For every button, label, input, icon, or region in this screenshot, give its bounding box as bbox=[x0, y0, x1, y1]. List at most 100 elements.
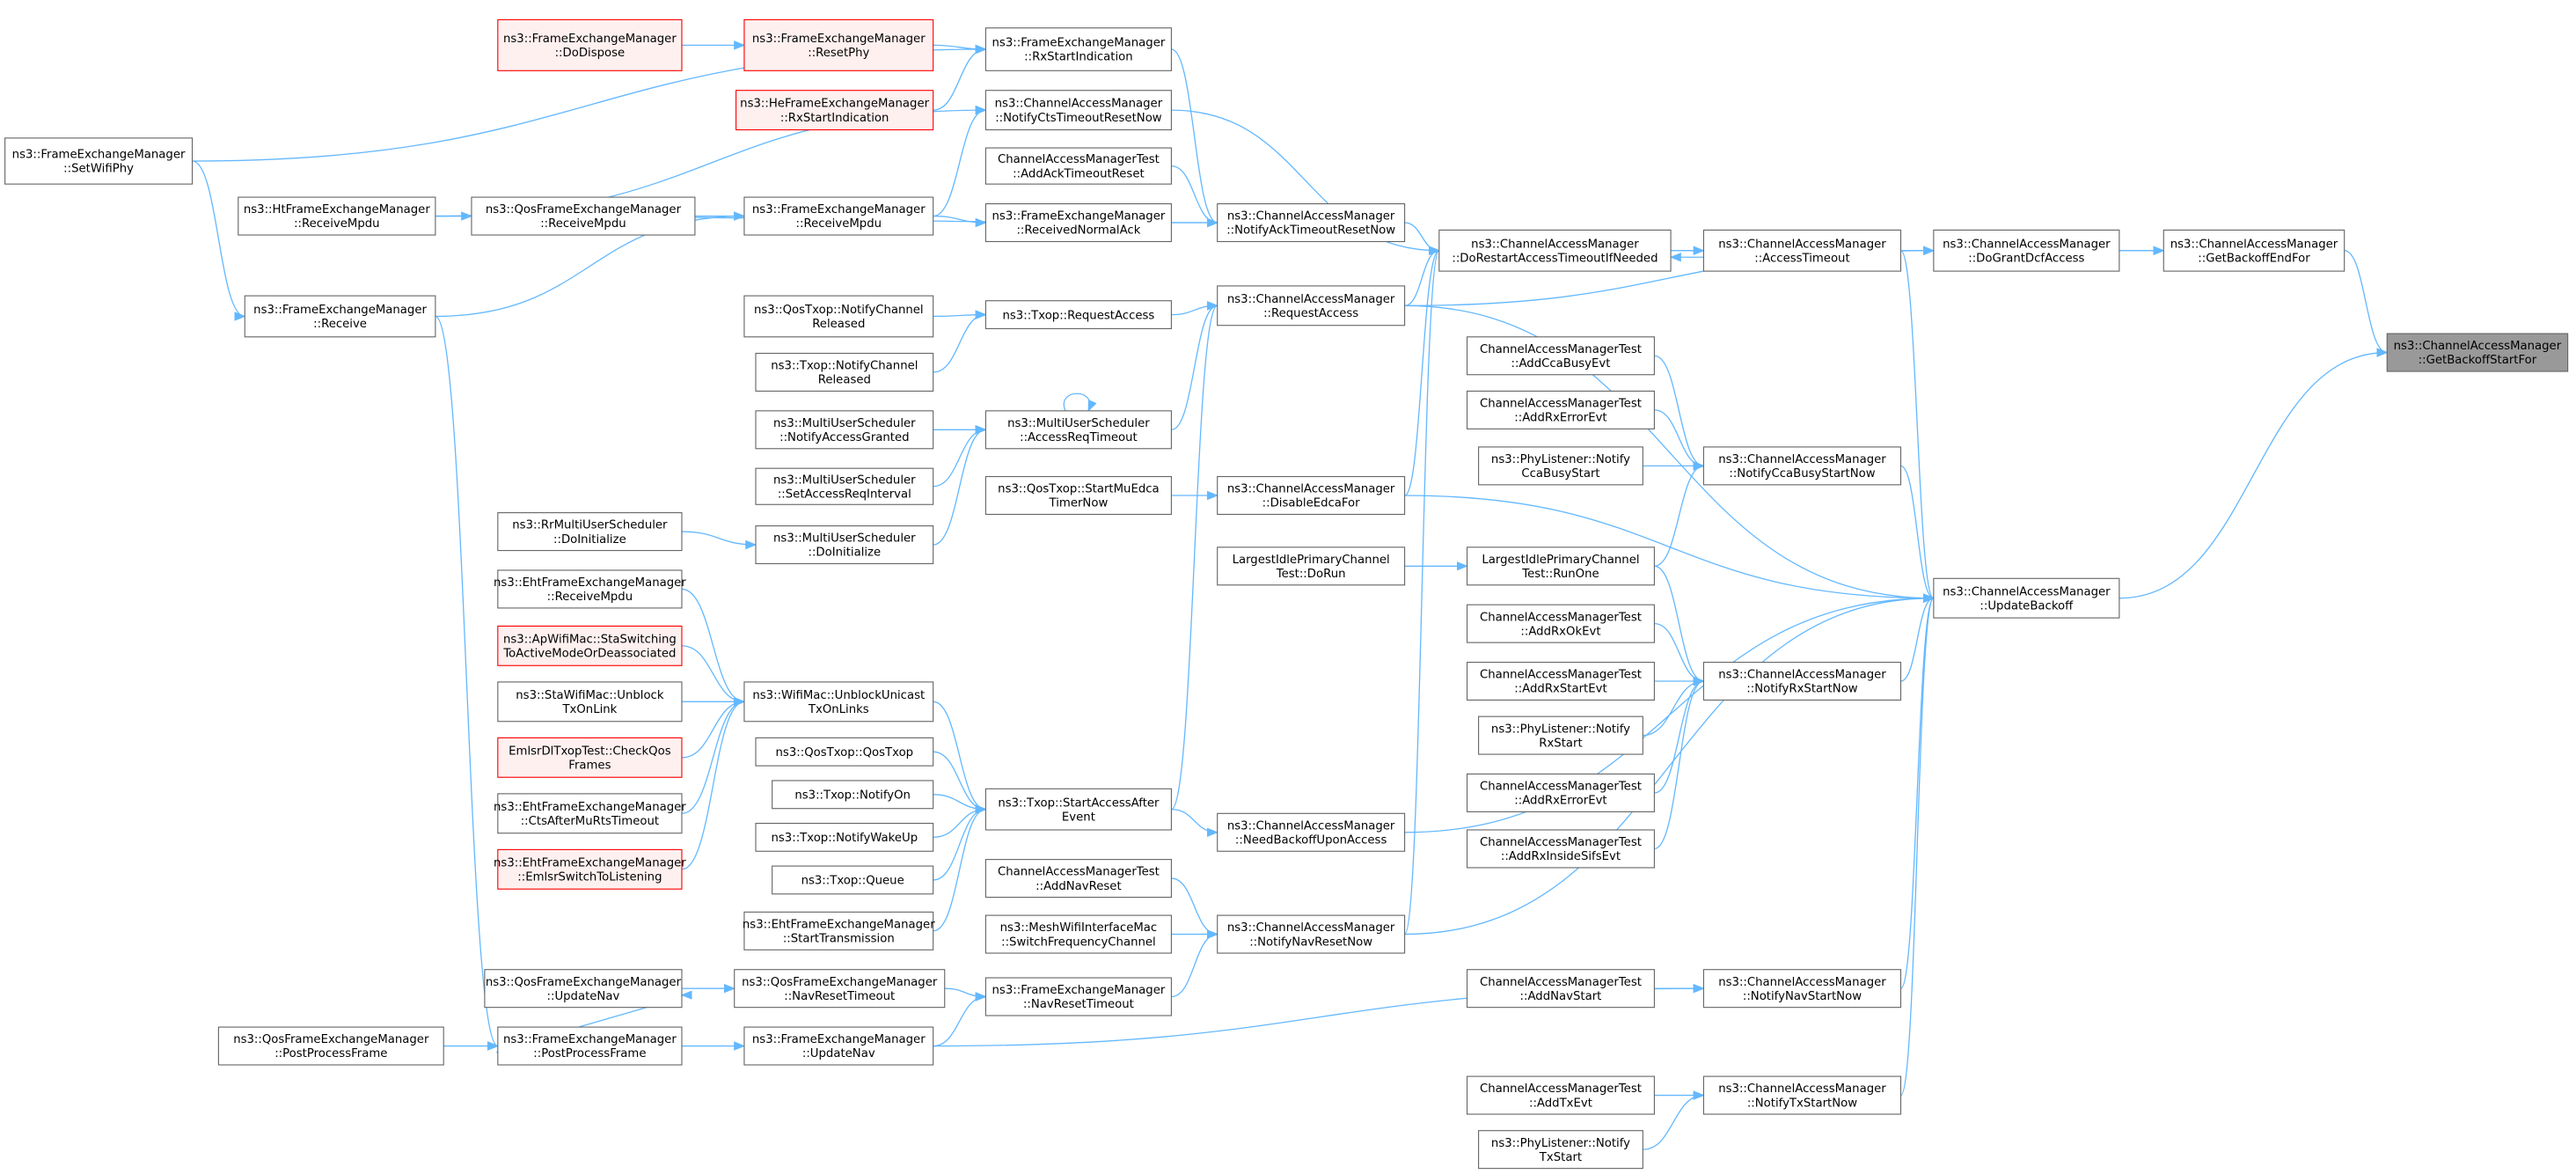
node-box bbox=[743, 1026, 934, 1066]
node-label: ChannelAccessManagerTest bbox=[998, 866, 1160, 879]
node-phy_rxstart[interactable]: ns3::PhyListener::NotifyRxStart bbox=[1478, 715, 1643, 755]
edge-notifycts-to-dorestart bbox=[1171, 109, 1441, 255]
node-phy_ccabusy[interactable]: ns3::PhyListener::NotifyCcaBusyStart bbox=[1478, 446, 1643, 486]
node-emlsrswitch[interactable]: ns3::EhtFrameExchangeManager::EmlsrSwitc… bbox=[494, 848, 686, 890]
node-phy_txstart[interactable]: ns3::PhyListener::NotifyTxStart bbox=[1478, 1130, 1643, 1170]
node-cam_reqaccess[interactable]: ns3::ChannelAccessManager::RequestAccess bbox=[1217, 285, 1406, 327]
node-addrxerror2[interactable]: ChannelAccessManagerTest::AddRxErrorEvt bbox=[1466, 773, 1655, 813]
node-queue[interactable]: ns3::Txop::Queue bbox=[772, 865, 934, 895]
node-updatebackoff[interactable]: ns3::ChannelAccessManager::UpdateBackoff bbox=[1933, 577, 2120, 619]
node-notifycts[interactable]: ns3::ChannelAccessManager::NotifyCtsTime… bbox=[984, 90, 1172, 131]
node-receive[interactable]: ns3::FrameExchangeManager::Receive bbox=[244, 295, 436, 338]
node-fem_navreset[interactable]: ns3::FrameExchangeManager::NavResetTimeo… bbox=[984, 977, 1172, 1016]
node-meshswitch[interactable]: ns3::MeshWifiInterfaceMac::SwitchFrequen… bbox=[984, 914, 1172, 954]
node-qos_updatenav[interactable]: ns3::QosFrameExchangeManager::UpdateNav bbox=[484, 969, 683, 1009]
node-getbackoffend[interactable]: ns3::ChannelAccessManager::GetBackoffEnd… bbox=[2163, 229, 2345, 272]
node-getbackoffstart[interactable]: ns3::ChannelAccessManager::GetBackoffSta… bbox=[2386, 333, 2569, 372]
node-label: ns3::ChannelAccessManager bbox=[2170, 238, 2338, 251]
node-addrxerror1[interactable]: ChannelAccessManagerTest::AddRxErrorEvt bbox=[1466, 390, 1655, 429]
node-qos_rxmpdu[interactable]: ns3::QosFrameExchangeManager::ReceiveMpd… bbox=[471, 196, 696, 236]
edge-setwifiphy-to-receive bbox=[192, 160, 246, 321]
node-dogrant[interactable]: ns3::ChannelAccessManager::DoGrantDcfAcc… bbox=[1933, 229, 2120, 272]
node-label: ns3::EhtFrameExchangeManager bbox=[494, 856, 686, 869]
node-accesstimeout[interactable]: ns3::ChannelAccessManager::AccessTimeout bbox=[1702, 229, 1902, 272]
node-txop_reqaccess[interactable]: ns3::Txop::RequestAccess bbox=[984, 300, 1172, 330]
node-box bbox=[1217, 914, 1406, 954]
node-eht_rxmpdu[interactable]: ns3::EhtFrameExchangeManager::ReceiveMpd… bbox=[494, 569, 686, 609]
node-ht_rxmpdu[interactable]: ns3::HtFrameExchangeManager::ReceiveMpdu bbox=[238, 196, 436, 236]
edge-he_rxstart-to-rxstartind bbox=[933, 44, 987, 111]
node-label: ::DoGrantDcfAccess bbox=[1968, 252, 2084, 265]
node-fem_postproc[interactable]: ns3::FrameExchangeManager::PostProcessFr… bbox=[497, 1026, 683, 1066]
node-addtxevt[interactable]: ChannelAccessManagerTest::AddTxEvt bbox=[1466, 1075, 1655, 1115]
node-notifyrxstart[interactable]: ns3::ChannelAccessManager::NotifyRxStart… bbox=[1702, 661, 1902, 701]
node-notifyack[interactable]: ns3::ChannelAccessManager::NotifyAckTime… bbox=[1217, 202, 1406, 243]
node-label: ns3::MultiUserScheduler bbox=[1007, 417, 1150, 430]
node-notifynavreset[interactable]: ns3::ChannelAccessManager::NotifyNavRese… bbox=[1217, 914, 1406, 954]
node-label: ::PostProcessFrame bbox=[274, 1047, 387, 1060]
node-rxstartind[interactable]: ns3::FrameExchangeManager::RxStartIndica… bbox=[984, 27, 1172, 71]
node-box bbox=[497, 848, 683, 890]
node-label: ::ReceiveMpdu bbox=[294, 217, 379, 231]
node-label: ns3::MeshWifiInterfaceMac bbox=[1000, 921, 1158, 935]
nodes-layer: ns3::FrameExchangeManager::SetWifiPhyns3… bbox=[4, 18, 2569, 1170]
node-notifyon[interactable]: ns3::Txop::NotifyOn bbox=[772, 780, 934, 810]
node-rr_doinit[interactable]: ns3::RrMultiUserScheduler::DoInitialize bbox=[497, 512, 683, 552]
edge-receive-to-fem_postproc bbox=[435, 315, 500, 1051]
node-setwifiphy[interactable]: ns3::FrameExchangeManager::SetWifiPhy bbox=[4, 137, 194, 185]
node-addacktimeout[interactable]: ChannelAccessManagerTest::AddAckTimeoutR… bbox=[984, 147, 1172, 185]
node-addnavstart[interactable]: ChannelAccessManagerTest::AddNavStart bbox=[1466, 969, 1655, 1009]
node-addrxok[interactable]: ChannelAccessManagerTest::AddRxOkEvt bbox=[1466, 604, 1655, 643]
node-notifytxstart[interactable]: ns3::ChannelAccessManager::NotifyTxStart… bbox=[1702, 1075, 1902, 1115]
node-he_rxstart[interactable]: ns3::HeFrameExchangeManager::RxStartIndi… bbox=[735, 90, 934, 131]
node-label: ns3::PhyListener::Notify bbox=[1491, 1137, 1630, 1150]
node-box bbox=[1466, 390, 1655, 429]
node-dorestart[interactable]: ns3::ChannelAccessManager::DoRestartAcce… bbox=[1438, 229, 1672, 272]
node-rxnormalack[interactable]: ns3::FrameExchangeManager::ReceivedNorma… bbox=[984, 202, 1172, 243]
node-fem_updatenav[interactable]: ns3::FrameExchangeManager::UpdateNav bbox=[743, 1026, 934, 1066]
node-mus_art[interactable]: ns3::MultiUserScheduler::AccessReqTimeou… bbox=[984, 410, 1172, 450]
node-box bbox=[984, 859, 1172, 899]
node-label: EmlsrDlTxopTest::CheckQos bbox=[509, 745, 671, 758]
node-resetphy[interactable]: ns3::FrameExchangeManager::ResetPhy bbox=[743, 18, 934, 71]
node-disableedca[interactable]: ns3::ChannelAccessManager::DisableEdcaFo… bbox=[1217, 475, 1406, 516]
node-apwifimac[interactable]: ns3::ApWifiMac::StaSwitchingToActiveMode… bbox=[497, 625, 683, 666]
node-label: ::GetBackoffEndFor bbox=[2198, 252, 2310, 265]
node-label: ns3::FrameExchangeManager bbox=[992, 984, 1166, 997]
node-mus_nag[interactable]: ns3::MultiUserScheduler::NotifyAccessGra… bbox=[755, 410, 934, 450]
node-ctsaftermurts[interactable]: ns3::EhtFrameExchangeManager::CtsAfterMu… bbox=[494, 793, 686, 834]
node-addccabusy[interactable]: ChannelAccessManagerTest::AddCcaBusyEvt bbox=[1466, 336, 1655, 376]
node-qos_navreset[interactable]: ns3::QosFrameExchangeManager::NavResetTi… bbox=[734, 969, 946, 1009]
node-box bbox=[755, 410, 934, 450]
node-addrxsifs[interactable]: ChannelAccessManagerTest::AddRxInsideSif… bbox=[1466, 829, 1655, 869]
node-notifyccabusy[interactable]: ns3::ChannelAccessManager::NotifyCcaBusy… bbox=[1702, 446, 1902, 486]
node-eht_starttx[interactable]: ns3::EhtFrameExchangeManager::StartTrans… bbox=[743, 911, 935, 950]
node-addrxstart[interactable]: ChannelAccessManagerTest::AddRxStartEvt bbox=[1466, 661, 1655, 701]
node-mus_sari[interactable]: ns3::MultiUserScheduler::SetAccessReqInt… bbox=[755, 467, 934, 505]
node-box bbox=[984, 90, 1172, 131]
node-dodispose[interactable]: ns3::FrameExchangeManager::DoDispose bbox=[497, 18, 683, 71]
node-notifynavstart[interactable]: ns3::ChannelAccessManager::NotifyNavStar… bbox=[1702, 969, 1902, 1009]
node-box bbox=[1217, 285, 1406, 327]
node-qostxop[interactable]: ns3::QosTxop::QosTxop bbox=[755, 737, 934, 767]
node-needbackoff[interactable]: ns3::ChannelAccessManager::NeedBackoffUp… bbox=[1217, 812, 1406, 852]
node-qos_postproc[interactable]: ns3::QosFrameExchangeManager::PostProces… bbox=[217, 1026, 444, 1066]
node-mus_doinit[interactable]: ns3::MultiUserScheduler::DoInitialize bbox=[755, 525, 934, 565]
node-label: ::ReceivedNormalAck bbox=[1016, 224, 1140, 238]
node-label: ChannelAccessManagerTest bbox=[1480, 669, 1642, 682]
node-notifywakeup[interactable]: ns3::Txop::NotifyWakeUp bbox=[755, 822, 934, 852]
node-addnavreset[interactable]: ChannelAccessManagerTest::AddNavReset bbox=[984, 859, 1172, 899]
edge-mus_art-to-cam_reqaccess bbox=[1171, 301, 1219, 430]
node-label: ns3::QosFrameExchangeManager bbox=[486, 203, 682, 216]
node-box bbox=[1702, 1075, 1902, 1115]
node-fem_rxmpdu[interactable]: ns3::FrameExchangeManager::ReceiveMpdu bbox=[743, 196, 934, 236]
